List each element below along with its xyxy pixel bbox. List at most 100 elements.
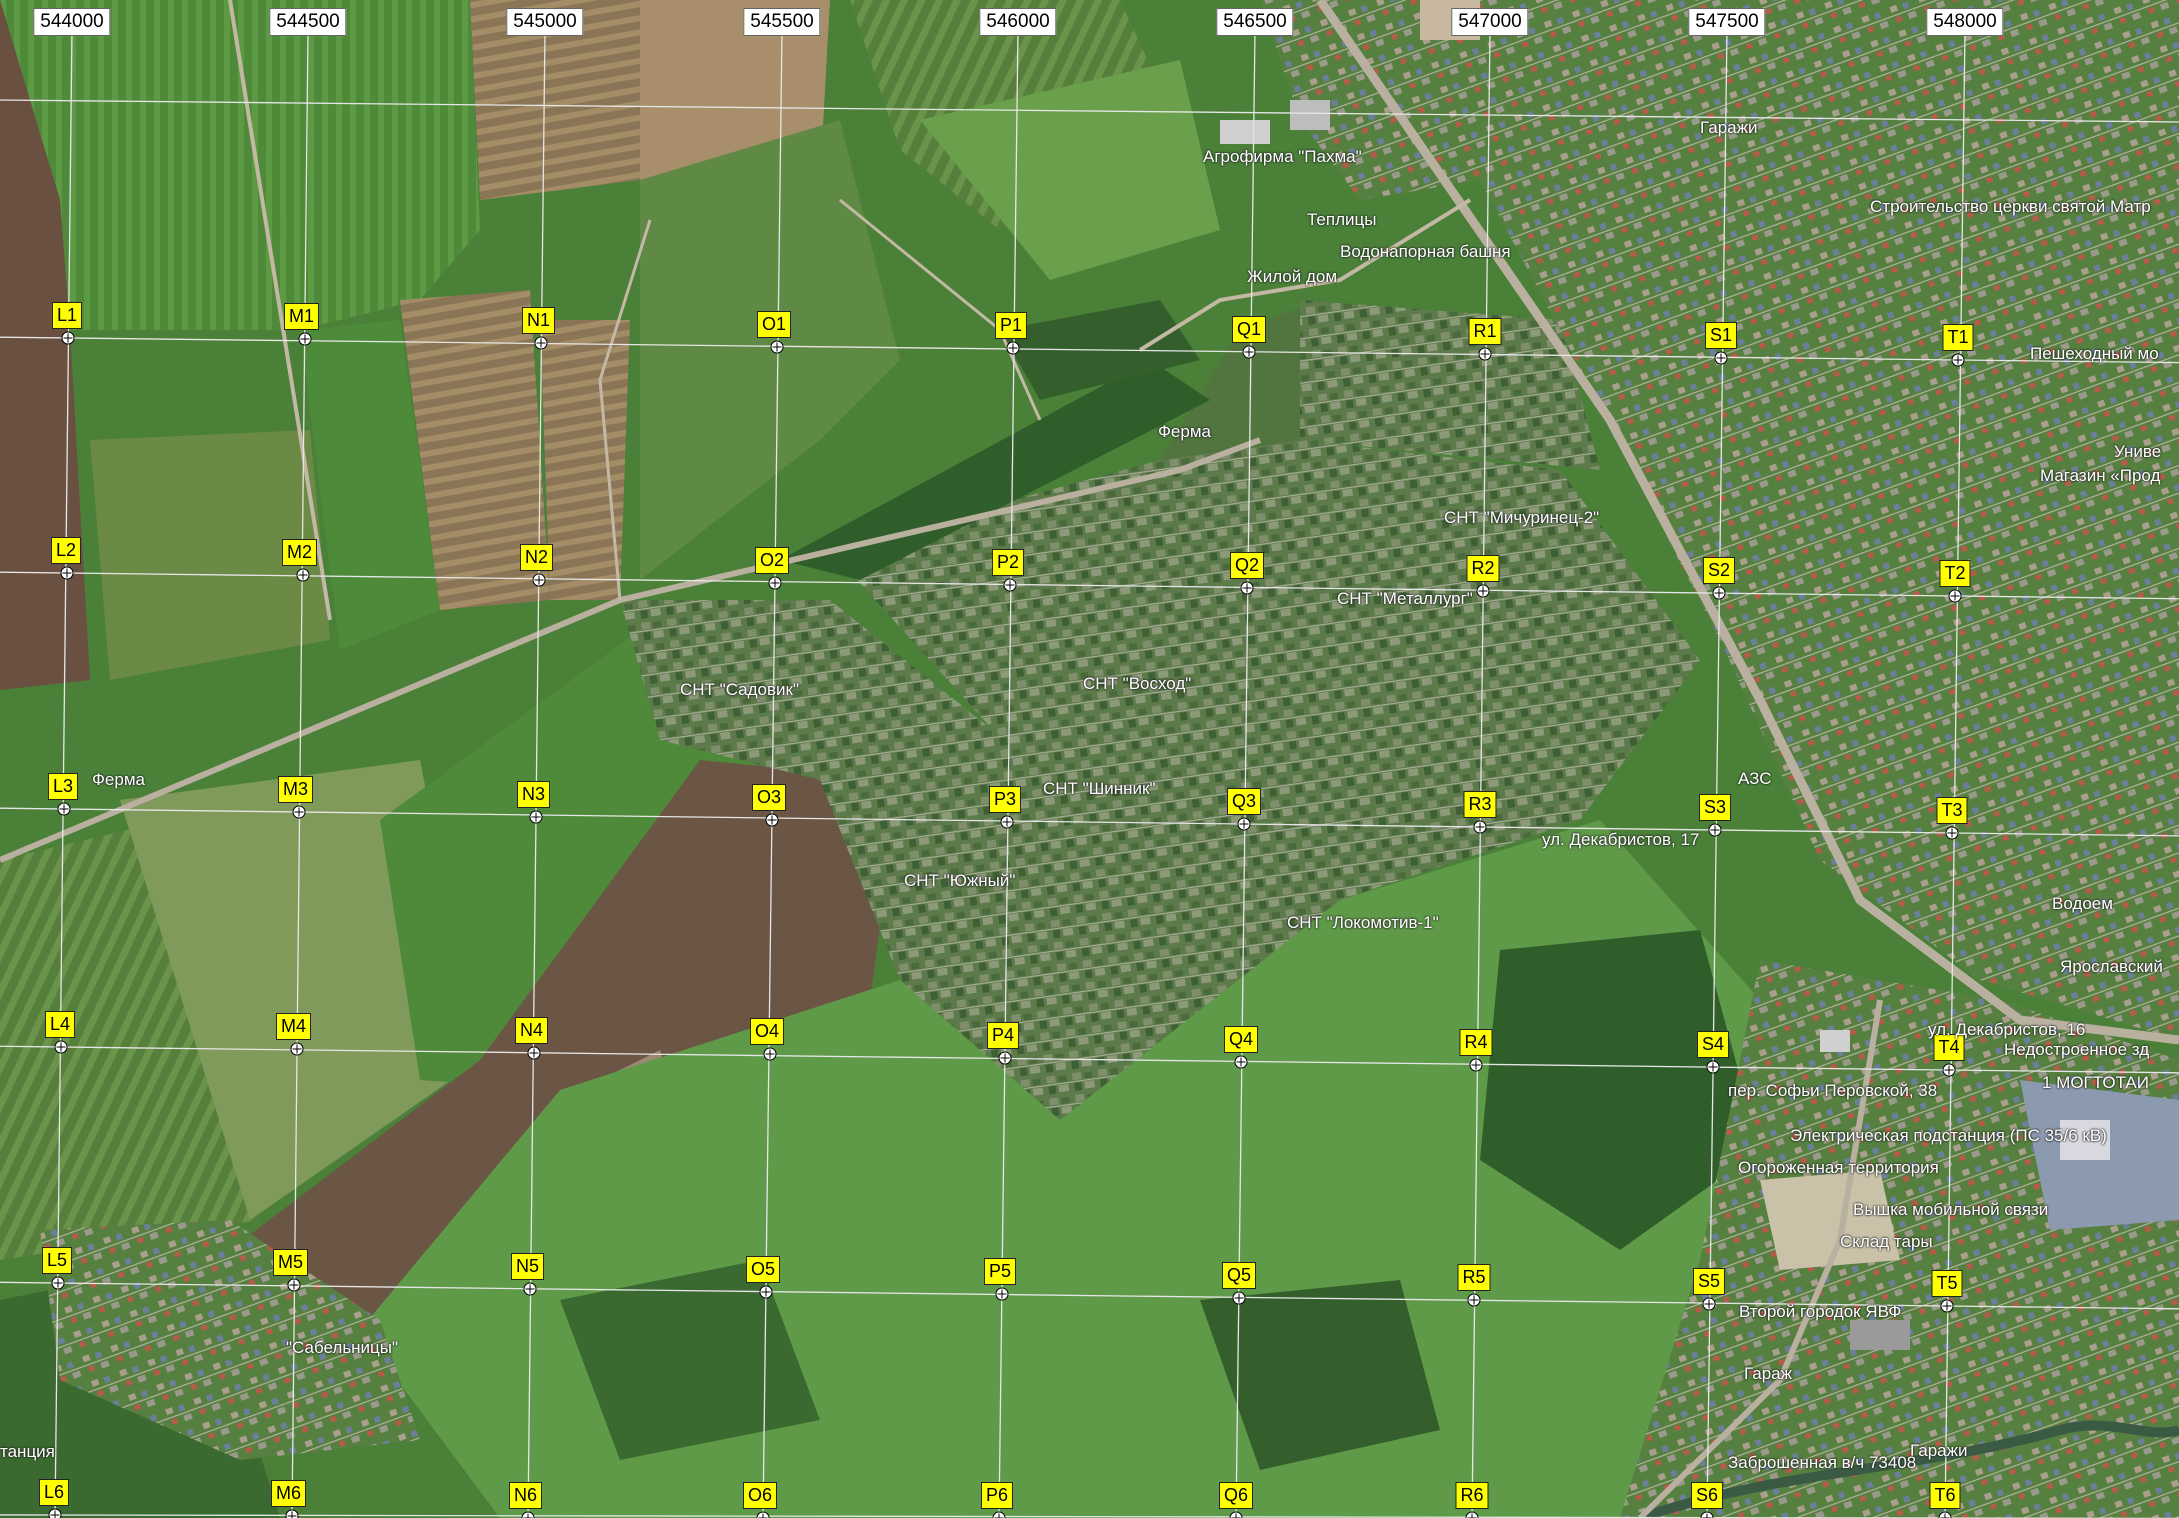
crosshair-marker-icon[interactable]: [1473, 820, 1487, 834]
crosshair-marker-icon[interactable]: [770, 340, 784, 354]
grid-line-vertical: [291, 29, 309, 1518]
place-label: СНТ "Металлург": [1337, 589, 1473, 608]
easting-label: 544500: [269, 8, 347, 36]
crosshair-marker-icon[interactable]: [1942, 1063, 1956, 1077]
grid-point-label: R5: [1457, 1264, 1491, 1291]
grid-point-label: S6: [1690, 1482, 1724, 1509]
grid-point-label: P5: [983, 1258, 1016, 1285]
crosshair-marker-icon[interactable]: [54, 1040, 68, 1054]
crosshair-marker-icon[interactable]: [1240, 581, 1254, 595]
crosshair-marker-icon[interactable]: [529, 810, 543, 824]
grid-point-label: M5: [272, 1249, 308, 1276]
grid-point-label: T5: [1931, 1270, 1963, 1297]
crosshair-marker-icon[interactable]: [1478, 347, 1492, 361]
place-label: Водонапорная башня: [1340, 242, 1511, 261]
crosshair-marker-icon[interactable]: [765, 813, 779, 827]
crosshair-marker-icon[interactable]: [1229, 1511, 1243, 1518]
grid-point-label: O1: [756, 311, 791, 338]
crosshair-marker-icon[interactable]: [763, 1047, 777, 1061]
crosshair-marker-icon[interactable]: [534, 336, 548, 350]
place-label: Ферма: [1158, 422, 1211, 441]
easting-label: 544000: [33, 8, 111, 36]
grid-point-label: T4: [1933, 1034, 1965, 1061]
crosshair-marker-icon[interactable]: [756, 1511, 770, 1518]
crosshair-marker-icon[interactable]: [1242, 345, 1256, 359]
crosshair-marker-icon[interactable]: [768, 576, 782, 590]
grid-point-label: Q3: [1226, 788, 1262, 815]
easting-label: 547000: [1451, 8, 1529, 36]
crosshair-marker-icon[interactable]: [1706, 1060, 1720, 1074]
crosshair-marker-icon[interactable]: [1948, 589, 1962, 603]
place-label: Униве: [2114, 442, 2162, 461]
crosshair-marker-icon[interactable]: [1714, 351, 1728, 365]
crosshair-marker-icon[interactable]: [285, 1509, 299, 1518]
crosshair-marker-icon[interactable]: [1951, 353, 1965, 367]
crosshair-marker-icon[interactable]: [998, 1051, 1012, 1065]
grid-point-label: O3: [751, 784, 786, 811]
place-label: АЗС: [1738, 769, 1772, 788]
place-label: Жилой дом: [1247, 267, 1338, 286]
place-label: Склад тары: [1840, 1232, 1933, 1251]
place-label: Гараж: [1744, 1364, 1792, 1383]
grid-point-label: P4: [986, 1022, 1019, 1049]
crosshair-marker-icon[interactable]: [1469, 1058, 1483, 1072]
crosshair-marker-icon[interactable]: [1003, 578, 1017, 592]
place-label: Вышка мобильной связи: [1853, 1200, 2049, 1219]
crosshair-marker-icon[interactable]: [1702, 1297, 1716, 1311]
grid-point-label: R3: [1463, 791, 1497, 818]
crosshair-marker-icon[interactable]: [1237, 817, 1251, 831]
crosshair-marker-icon[interactable]: [523, 1282, 537, 1296]
crosshair-marker-icon[interactable]: [48, 1508, 62, 1518]
place-label: СНТ "Локомотив-1": [1287, 913, 1439, 932]
crosshair-marker-icon[interactable]: [287, 1278, 301, 1292]
crosshair-marker-icon[interactable]: [1708, 823, 1722, 837]
grid-point-label: M4: [275, 1013, 311, 1040]
crosshair-marker-icon[interactable]: [1700, 1511, 1714, 1518]
crosshair-marker-icon[interactable]: [1945, 826, 1959, 840]
crosshair-marker-icon[interactable]: [61, 331, 75, 345]
crosshair-marker-icon[interactable]: [1940, 1299, 1954, 1313]
crosshair-marker-icon[interactable]: [51, 1276, 65, 1290]
crosshair-marker-icon[interactable]: [1467, 1293, 1481, 1307]
crosshair-marker-icon[interactable]: [1465, 1511, 1479, 1518]
crosshair-marker-icon[interactable]: [527, 1046, 541, 1060]
grid-point-label: N5: [510, 1253, 544, 1280]
grid-point-label: L1: [51, 302, 82, 329]
crosshair-marker-icon[interactable]: [1712, 586, 1726, 600]
crosshair-marker-icon[interactable]: [1232, 1291, 1246, 1305]
grid-point-label: T3: [1936, 797, 1968, 824]
place-label: Недостроенное зд: [2004, 1040, 2150, 1059]
crosshair-marker-icon[interactable]: [1938, 1511, 1952, 1518]
crosshair-marker-icon[interactable]: [759, 1285, 773, 1299]
place-label: ул. Декабристов, 17: [1542, 830, 1700, 849]
place-label: СНТ "Шинник": [1043, 779, 1156, 798]
grid-point-label: Q5: [1221, 1262, 1257, 1289]
crosshair-marker-icon[interactable]: [60, 566, 74, 580]
place-label: Второй городок ЯВФ: [1739, 1302, 1902, 1321]
crosshair-marker-icon[interactable]: [995, 1287, 1009, 1301]
grid-point-label: O4: [749, 1018, 784, 1045]
place-label: Заброшенная в/ч 73408: [1728, 1453, 1917, 1472]
crosshair-marker-icon[interactable]: [992, 1511, 1006, 1518]
crosshair-marker-icon[interactable]: [521, 1511, 535, 1518]
easting-label: 545000: [506, 8, 584, 36]
crosshair-marker-icon[interactable]: [292, 805, 306, 819]
grid-point-label: T1: [1942, 324, 1974, 351]
crosshair-marker-icon[interactable]: [296, 568, 310, 582]
grid-point-label: P6: [980, 1482, 1013, 1509]
crosshair-marker-icon[interactable]: [298, 332, 312, 346]
crosshair-marker-icon[interactable]: [1476, 584, 1490, 598]
crosshair-marker-icon[interactable]: [532, 573, 546, 587]
place-label: Магазин «Прод: [2040, 466, 2161, 485]
crosshair-marker-icon[interactable]: [57, 802, 71, 816]
crosshair-marker-icon[interactable]: [290, 1042, 304, 1056]
crosshair-marker-icon[interactable]: [1234, 1055, 1248, 1069]
crosshair-marker-icon[interactable]: [1000, 815, 1014, 829]
grid-point-label: Q6: [1218, 1482, 1254, 1509]
place-label: Гаражи: [1700, 118, 1758, 137]
place-label: танция: [0, 1442, 55, 1461]
grid-point-label: L6: [38, 1479, 69, 1506]
place-label: Огороженная территория: [1738, 1158, 1939, 1177]
crosshair-marker-icon[interactable]: [1006, 341, 1020, 355]
